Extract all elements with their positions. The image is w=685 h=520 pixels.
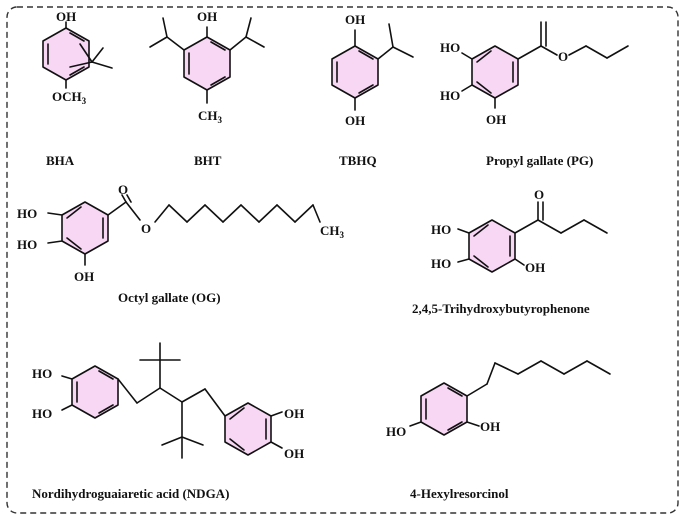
- thbp-o-carbonyl-label: O: [534, 187, 544, 202]
- pg-structure: O HO HO OH: [440, 21, 629, 127]
- pg-caption: Propyl gallate (PG): [486, 153, 593, 168]
- og-ch3-label: CH3: [320, 223, 345, 240]
- ndga-ho-top-label: HO: [32, 366, 52, 381]
- pg-ho-top-label: HO: [440, 40, 460, 55]
- og-o-ester-label: O: [141, 221, 151, 236]
- pg-o-ester-label: O: [558, 49, 568, 64]
- bha-oh-label: OH: [56, 9, 76, 24]
- bha-ring-fill: [43, 28, 89, 80]
- pg-ring-fill: [472, 46, 518, 98]
- bha-structure: OH OCH3: [42, 9, 113, 106]
- ndga-oh-bottom-label: OH: [284, 446, 304, 461]
- og-ho-top-label: HO: [17, 206, 37, 221]
- ndga-ring2-fill: [225, 403, 271, 455]
- hexres-oh-label: OH: [480, 419, 500, 434]
- thbp-ho-bottom-label: HO: [431, 256, 451, 271]
- bht-ring-fill: [184, 37, 230, 90]
- hexres-structure: HO OH: [386, 360, 611, 439]
- ndga-structure: HO HO OH OH: [32, 342, 304, 461]
- og-o-carbonyl-label: O: [118, 182, 128, 197]
- og-structure: O O CH3 HO HO OH: [17, 182, 345, 284]
- thbp-caption: 2,4,5-Trihydroxybutyrophenone: [412, 301, 590, 316]
- hexres-caption: 4-Hexylresorcinol: [410, 486, 509, 501]
- bht-caption: BHT: [194, 153, 222, 168]
- tbhq-structure: OH OH: [331, 12, 414, 128]
- og-caption: Octyl gallate (OG): [118, 290, 221, 305]
- pg-oh-bottom-label: OH: [486, 112, 506, 127]
- ndga-oh-top-label: OH: [284, 406, 304, 421]
- pg-ho-mid-label: HO: [440, 88, 460, 103]
- hexres-ho-label: HO: [386, 424, 406, 439]
- tbhq-ring-fill: [332, 46, 378, 98]
- thbp-ho-top-label: HO: [431, 222, 451, 237]
- hexres-ring-fill: [421, 383, 467, 435]
- ndga-ring1-fill: [72, 366, 118, 418]
- thbp-structure: O HO HO OH: [431, 187, 608, 275]
- og-ho-mid-label: HO: [17, 237, 37, 252]
- tbhq-oh-bottom-label: OH: [345, 113, 365, 128]
- tbhq-caption: TBHQ: [339, 153, 377, 168]
- tbhq-oh-top-label: OH: [345, 12, 365, 27]
- thbp-ring-fill: [469, 220, 515, 272]
- ndga-ho-bottom-label: HO: [32, 406, 52, 421]
- bht-oh-label: OH: [197, 9, 217, 24]
- ndga-caption: Nordihydroguaiaretic acid (NDGA): [32, 486, 229, 501]
- bht-ch3-label: CH3: [198, 108, 223, 125]
- bha-floating-bond: [69, 61, 93, 68]
- bht-structure: OH CH3: [149, 9, 265, 125]
- thbp-oh-right-label: OH: [525, 260, 545, 275]
- bha-caption: BHA: [46, 153, 75, 168]
- bha-och3-label: OCH3: [52, 89, 87, 106]
- dashed-frame: [6, 6, 679, 514]
- og-oh-bottom-label: OH: [74, 269, 94, 284]
- og-ring-fill: [62, 202, 108, 254]
